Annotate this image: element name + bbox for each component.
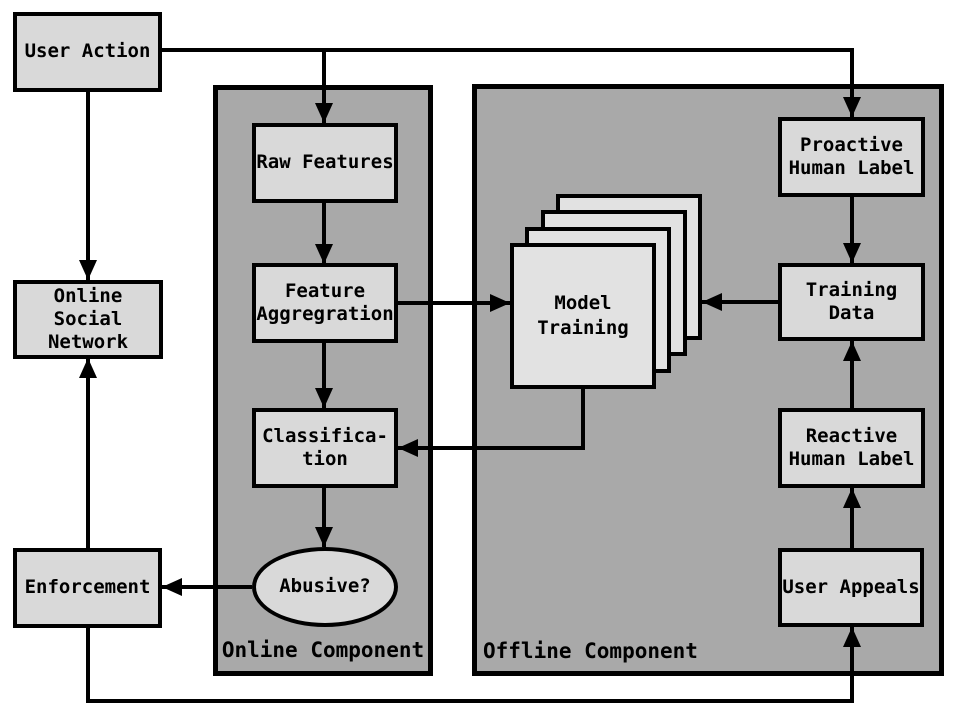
model-training-node: Model Training <box>510 243 656 389</box>
online-component-label: Online Component <box>221 638 425 662</box>
user-action-node: User Action <box>13 12 162 92</box>
training-data-node: Training Data <box>778 263 925 341</box>
proactive-human-label-node: Proactive Human Label <box>778 117 925 197</box>
reactive-human-label-node: Reactive Human Label <box>778 408 925 488</box>
online-social-network-node: Online Social Network <box>13 280 163 359</box>
enforcement-node: Enforcement <box>13 548 162 628</box>
feature-aggregation-node: Feature Aggregration <box>252 263 398 343</box>
edge-user-action-to-proactive-human-label <box>162 48 861 117</box>
raw-features-node: Raw Features <box>252 123 398 203</box>
classification-node: Classifica- tion <box>252 408 398 488</box>
abusive-decision-ellipse: Abusive? <box>252 547 398 627</box>
user-appeals-node: User Appeals <box>778 548 924 627</box>
edge-model-training-to-classification <box>398 389 585 457</box>
edge-enforcement-to-user-appeals <box>86 627 861 703</box>
offline-component-label: Offline Component <box>483 639 698 663</box>
